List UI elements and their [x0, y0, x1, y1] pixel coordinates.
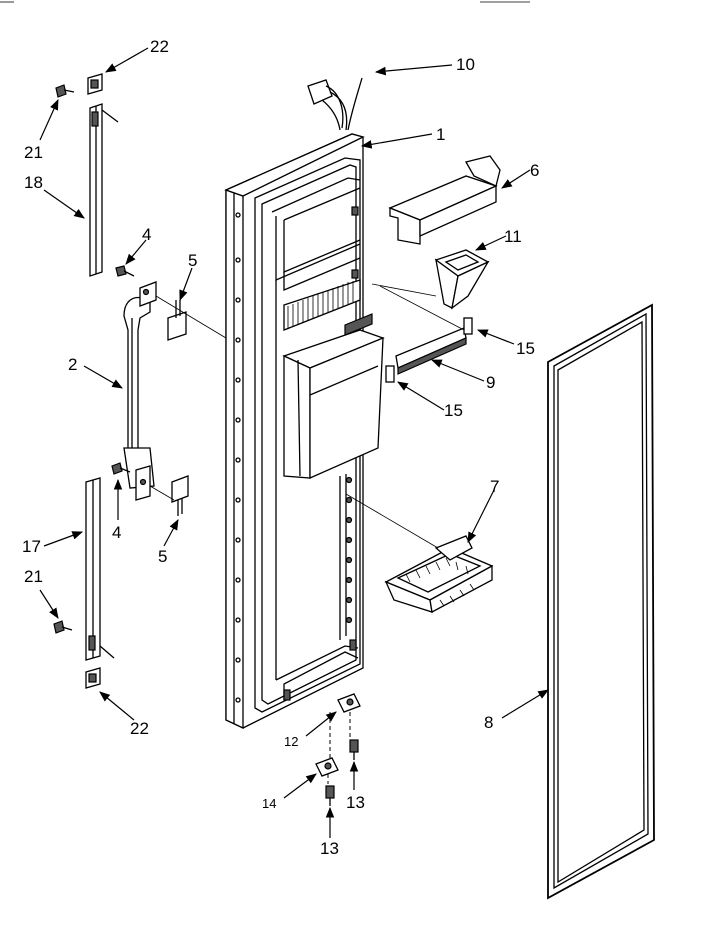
callout-10: 10 [456, 55, 475, 74]
callout-15-bottom: 15 [444, 401, 463, 420]
callout-18: 18 [24, 173, 43, 192]
trim-upper [89, 103, 119, 277]
callout-9: 9 [486, 373, 495, 392]
callout-22-top: 22 [150, 37, 169, 56]
callout-5-bottom: 5 [158, 547, 167, 566]
ice-chute [434, 249, 490, 310]
callout-4-top: 4 [142, 225, 151, 244]
hinge-screw-upper [349, 739, 359, 760]
ice-grille [283, 279, 373, 336]
hinge-upper [337, 693, 361, 713]
callout-1: 1 [436, 125, 445, 144]
callout-17: 17 [22, 537, 41, 556]
callout-2: 2 [68, 355, 77, 374]
retainer-clip-left [385, 365, 395, 383]
callout-7: 7 [490, 477, 499, 496]
callout-15-top: 15 [516, 339, 535, 358]
bracket-bottom [171, 475, 189, 516]
screw-bottom [53, 620, 73, 634]
screw-top [55, 84, 75, 98]
callout-14: 14 [262, 796, 276, 811]
handle-screw-top [115, 265, 135, 277]
wire-harness [307, 77, 363, 131]
door-shelf-upper [388, 155, 501, 245]
clip-top [87, 73, 103, 95]
trim-lower [85, 477, 115, 661]
callout-labels: 22 10 1 21 18 6 11 4 5 15 2 9 15 7 4 17 … [22, 37, 539, 858]
drip-tray [384, 535, 494, 613]
door-shelf-holes [345, 476, 353, 624]
callout-4-bottom: 4 [112, 523, 121, 542]
callout-6: 6 [530, 161, 539, 180]
callout-5-top: 5 [188, 251, 197, 270]
retainer-clip-right [463, 317, 473, 335]
bracket-top [167, 300, 187, 341]
clip-bottom [85, 667, 101, 689]
callout-12: 12 [284, 734, 298, 749]
hinge-lower [315, 757, 339, 777]
callout-8: 8 [484, 713, 493, 732]
retainer [395, 327, 467, 375]
callout-22-bottom: 22 [130, 719, 149, 738]
handle-screw-bottom [111, 462, 131, 475]
callout-11: 11 [504, 227, 522, 246]
dispenser-housing [282, 329, 385, 479]
door-gasket [547, 303, 655, 900]
hinge-screw-lower [325, 785, 335, 806]
callout-21-top: 21 [24, 143, 43, 162]
door-edge-holes [235, 212, 241, 703]
callout-21-bottom: 21 [24, 567, 43, 586]
door-panel [224, 77, 385, 730]
door-handle [123, 281, 157, 501]
callout-13-upper: 13 [346, 793, 365, 812]
callout-13-lower: 13 [320, 839, 339, 858]
leader-arrows [39, 47, 549, 838]
